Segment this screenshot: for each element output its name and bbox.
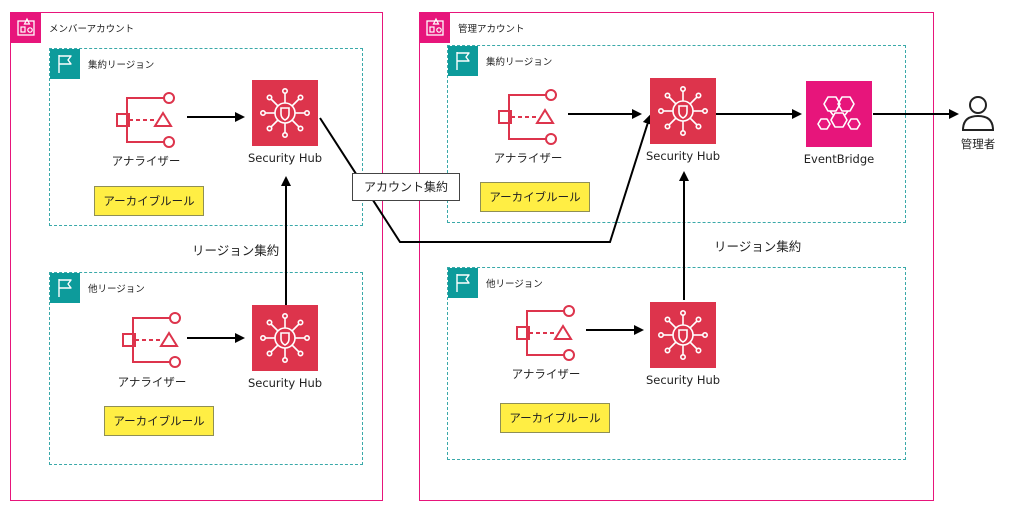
- security-hub-icon: [650, 302, 716, 368]
- admin-account-group: 管理アカウント: [419, 12, 934, 501]
- security-hub-label: Security Hub: [247, 151, 323, 165]
- archive-rule-box: アーカイブルール: [500, 403, 610, 433]
- security-hub-icon: [252, 80, 318, 146]
- account-icon: [420, 13, 450, 43]
- analyzer-icon: [122, 312, 181, 368]
- member-aggregation-region: 集約リージョン: [49, 48, 363, 226]
- security-hub-label: Security Hub: [247, 376, 323, 390]
- admin-account-title: 管理アカウント: [458, 24, 525, 35]
- eventbridge-icon: [806, 81, 872, 147]
- eventbridge-label: EventBridge: [803, 152, 875, 166]
- analyzer-icon: [516, 305, 575, 361]
- analyzer-label: アナライザー: [493, 151, 563, 165]
- flag-icon: [448, 268, 478, 298]
- user-icon: [961, 96, 995, 131]
- admin-user-label: 管理者: [960, 137, 996, 151]
- account-icon: [11, 13, 41, 43]
- admin-region-aggregation-label: リージョン集約: [714, 239, 802, 254]
- analyzer-label: アナライザー: [111, 154, 181, 168]
- analyzer-label: アナライザー: [117, 375, 187, 389]
- member-account-group: メンバーアカウント: [10, 12, 383, 501]
- admin-other-region-title: 他リージョン: [486, 279, 543, 290]
- security-hub-label: Security Hub: [645, 373, 721, 387]
- admin-aggregation-region-title: 集約リージョン: [486, 57, 553, 68]
- admin-aggregation-region: 集約リージョン: [447, 45, 906, 223]
- flag-icon: [50, 49, 80, 79]
- security-hub-icon: [252, 305, 318, 371]
- member-aggregation-region-title: 集約リージョン: [88, 60, 155, 71]
- archive-rule-box: アーカイブルール: [480, 182, 590, 212]
- member-account-title: メンバーアカウント: [49, 24, 135, 35]
- analyzer-icon: [116, 92, 175, 148]
- flag-icon: [448, 46, 478, 76]
- analyzer-icon: [498, 89, 557, 145]
- member-region-aggregation-label: リージョン集約: [192, 243, 280, 258]
- archive-rule-box: アーカイブルール: [94, 186, 204, 216]
- flag-icon: [50, 273, 80, 303]
- account-aggregation-label: アカウント集約: [352, 173, 460, 201]
- analyzer-label: アナライザー: [511, 367, 581, 381]
- member-other-region: 他リージョン: [49, 272, 363, 465]
- member-other-region-title: 他リージョン: [88, 284, 145, 295]
- security-hub-label: Security Hub: [645, 149, 721, 163]
- security-hub-icon: [650, 78, 716, 144]
- admin-other-region: 他リージョン: [447, 267, 906, 460]
- archive-rule-box: アーカイブルール: [104, 406, 214, 436]
